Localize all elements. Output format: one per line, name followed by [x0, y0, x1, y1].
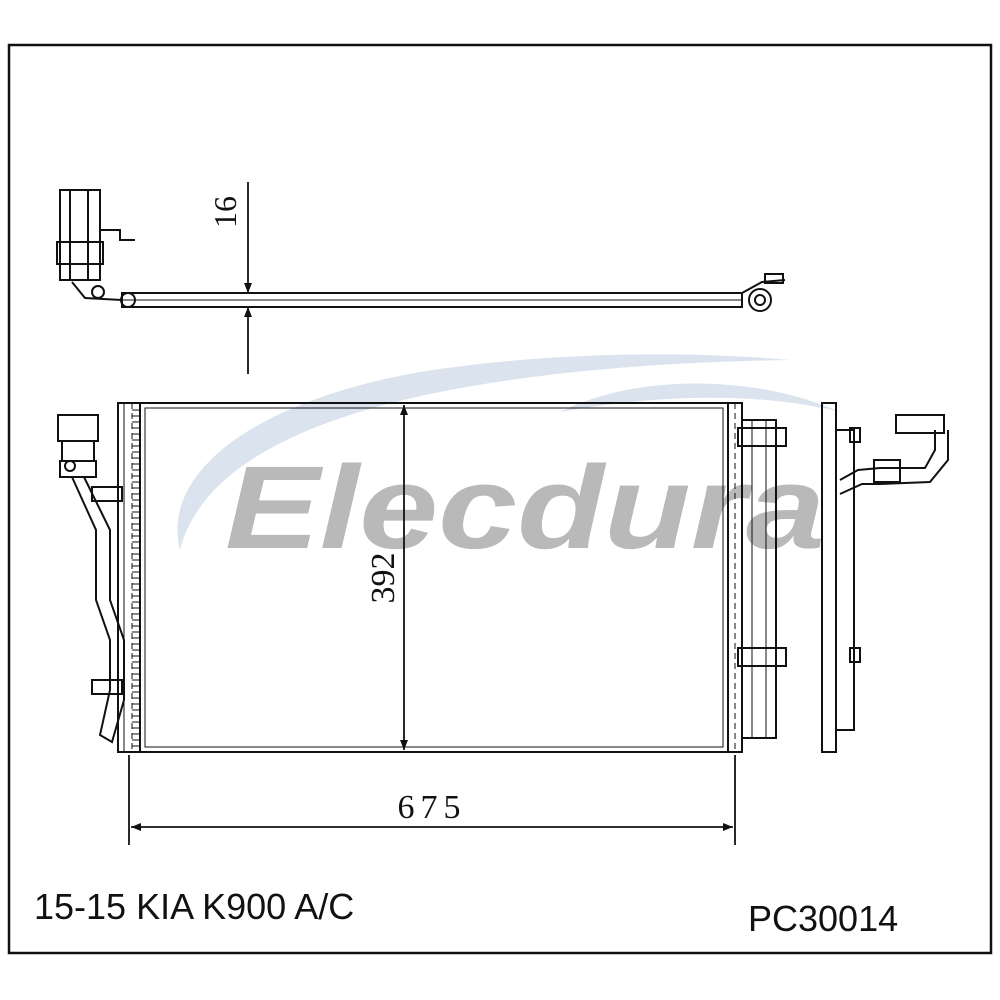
- dimension-thickness-label: 16: [207, 196, 243, 228]
- receiver-drier: [741, 419, 777, 739]
- core-fin-hatch: [132, 409, 140, 747]
- brand-watermark: Elecdura: [177, 354, 840, 574]
- dimension-width: [128, 755, 736, 845]
- side-view-pipe: [839, 430, 936, 481]
- dimension-height-label: 392: [365, 553, 402, 604]
- watermark-swoosh-tail: [560, 383, 840, 412]
- vehicle-application-label: 15-15 KIA K900 A/C: [34, 886, 355, 927]
- brand-watermark-text: Elecdura: [225, 442, 825, 574]
- dimension-width-label: 675: [398, 789, 467, 826]
- top-view-left-fitting: [59, 189, 101, 281]
- left-pipe: [71, 476, 125, 744]
- drawing-frame: [7, 43, 993, 955]
- top-view: [56, 189, 786, 312]
- part-number-label: PC30014: [748, 898, 899, 939]
- top-view-right-fitting: [748, 288, 772, 312]
